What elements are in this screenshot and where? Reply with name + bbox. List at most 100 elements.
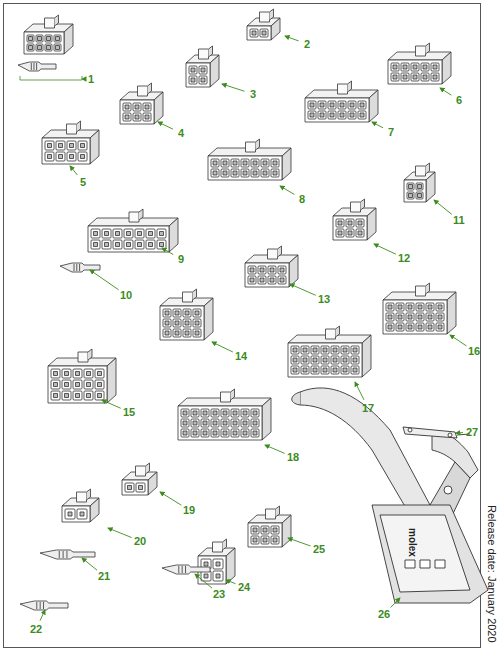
part-stroke [40,550,95,559]
part-stroke [54,383,58,387]
part-stroke [278,276,286,284]
part-stroke [360,113,364,117]
part-stroke [406,323,414,331]
part-stroke [246,142,256,152]
part-stroke [203,421,207,425]
crimp-terminal [60,263,100,272]
part-stroke [253,421,257,425]
part-stroke [81,155,85,159]
part-stroke [301,356,309,364]
part-stroke [338,101,346,109]
part-stroke [76,394,80,398]
part-stroke [338,111,346,119]
part-stroke [351,356,359,364]
part-stroke [54,44,61,51]
part-stroke [80,512,84,516]
part-stroke [76,383,80,387]
part-stroke [95,380,104,389]
part-stroke [77,121,81,132]
part-stroke [273,528,277,532]
part-stroke [160,243,164,247]
part-stroke [398,315,402,319]
part-stroke [123,103,131,111]
part-stroke [90,498,99,522]
callout-number: 2 [304,38,310,50]
part-stroke [330,113,334,117]
part-stroke [24,32,64,54]
part-stroke [308,101,316,109]
connector-housing [248,506,291,547]
part-stroke [78,152,87,161]
part-stroke [65,372,69,376]
part-stroke [326,329,336,339]
part-stroke [263,538,267,542]
part-stroke [253,161,257,165]
callout-number: 14 [235,350,247,362]
part-stroke [185,566,186,573]
part-stroke [160,232,164,236]
connector-housing [208,139,291,180]
part-stroke [27,44,34,51]
part-stroke [51,391,60,400]
connector-housing [178,389,271,440]
part-stroke [145,105,149,109]
part-stroke [47,46,51,50]
part-stroke [145,115,149,119]
part-stroke [328,111,336,119]
part-stroke [102,240,111,249]
part-stroke [436,313,444,321]
part-stroke [27,35,34,42]
part-stroke [428,325,432,329]
part-stroke [421,73,429,81]
part-stroke [173,329,181,337]
part-stroke [336,219,344,227]
connector-housing [198,539,235,584]
part-stroke [423,65,427,69]
part-stroke [133,113,141,121]
part-stroke [346,229,354,237]
part-stroke [183,309,191,317]
part-stroke [270,268,274,272]
part-stroke [148,472,157,495]
part-stroke [251,169,259,177]
part-stroke [54,372,58,376]
part-stroke [328,101,336,109]
part-stroke [311,366,319,374]
part-stroke [45,152,54,161]
part-stroke [248,523,282,547]
part-stroke [401,73,409,81]
part-stroke [56,152,65,161]
leader-line [391,598,400,608]
part-stroke [191,78,195,82]
part-stroke [426,283,430,294]
leader-line [280,186,294,194]
connector-housing [245,246,298,287]
part-stroke [340,103,344,107]
part-stroke [336,326,340,337]
part-stroke [163,319,171,327]
part-stroke [351,366,359,374]
part-stroke [226,548,235,584]
part-stroke [303,348,307,352]
connector-housing [388,43,451,84]
part-stroke [84,369,93,378]
part-stroke [20,601,68,610]
part-stroke [149,243,153,247]
part-stroke [195,311,199,315]
connector-housing [186,46,219,87]
part-stroke [233,171,237,175]
callout-number: 5 [80,176,86,188]
part-stroke [273,538,277,542]
part-stroke [125,115,129,119]
part-stroke [185,331,189,335]
callout-number: 18 [287,451,299,463]
part-stroke [367,208,376,240]
part-stroke [268,249,278,259]
part-stroke [128,486,132,490]
leader-line [440,88,451,95]
part-stroke [195,331,199,335]
connector-housing [122,463,157,495]
part-stroke [266,509,276,519]
part-stroke [333,348,337,352]
crimp-terminal [162,565,210,574]
